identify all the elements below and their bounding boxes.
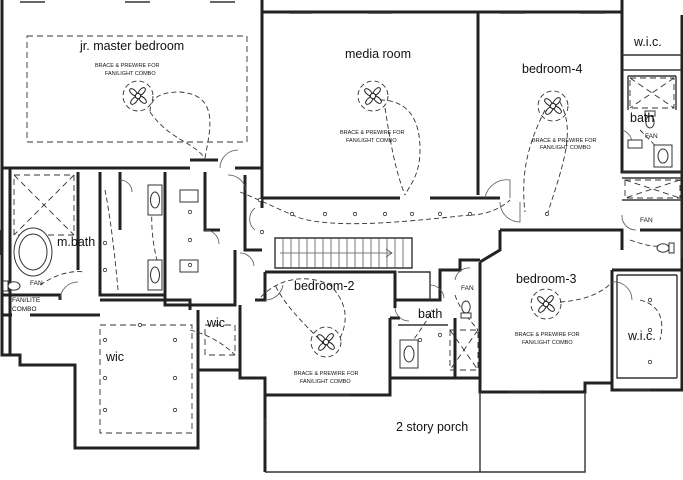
room-label-wic-right: w.i.c. <box>627 329 656 343</box>
staircase <box>280 238 404 268</box>
note-fan-bath-right: FAN <box>645 133 658 140</box>
note-brace-b2-line1: BRACE & PREWIRE FOR <box>294 371 359 377</box>
ceiling-fan-bedroom-4 <box>537 90 569 122</box>
room-label-bath-right: bath <box>630 111 654 125</box>
note-fan-mbath: FAN <box>30 280 43 287</box>
note-brace-b4-line2: FAN/LIGHT COMBO <box>540 145 591 151</box>
room-label-wic-left: wic <box>105 350 124 364</box>
ceiling-outlines <box>13 35 681 434</box>
note-brace-b2-line2: FAN/LIGHT COMBO <box>300 379 351 385</box>
note-brace-jr-line2: FAN/LIGHT COMBO <box>105 71 156 77</box>
note-brace-b3-line1: BRACE & PREWIRE FOR <box>515 332 580 338</box>
note-brace-b4-line1: BRACE & PREWIRE FOR <box>532 138 597 144</box>
note-brace-jr-line1: BRACE & PREWIRE FOR <box>95 63 160 69</box>
room-label-media: media room <box>345 47 411 61</box>
room-label-bath-mid: bath <box>418 307 442 321</box>
note-fanlite-line1: FAN/LITE <box>12 297 41 304</box>
door-swings <box>59 129 637 322</box>
note-brace-media-line2: FAN/LIGHT COMBO <box>346 138 397 144</box>
note-fan-right: FAN <box>640 217 653 224</box>
note-fanlite-line2: COMBO <box>12 306 37 313</box>
room-label-bedroom-2: bedroom-2 <box>294 279 354 293</box>
room-label-porch: 2 story porch <box>396 420 468 434</box>
room-label-wic-top: w.i.c. <box>633 35 662 49</box>
bath-fixtures <box>13 139 673 369</box>
room-label-bedroom-3: bedroom-3 <box>516 272 576 286</box>
ceiling-fan-media <box>357 80 389 112</box>
note-brace-media-line1: BRACE & PREWIRE FOR <box>340 130 405 136</box>
room-label-wic-small: wic <box>206 316 225 330</box>
note-brace-b3-line2: FAN/LIGHT COMBO <box>522 340 573 346</box>
ceiling-fan-bedroom-3 <box>530 288 562 320</box>
room-label-bedroom-4: bedroom-4 <box>522 62 582 76</box>
note-fan-mid: FAN <box>461 285 474 292</box>
room-label-mbath: m.bath <box>57 235 95 249</box>
room-label-jr-master: jr. master bedroom <box>79 39 184 53</box>
ceiling-fan-bedroom-2 <box>310 326 342 358</box>
ceiling-fan-jr-master <box>122 80 154 112</box>
window-marks <box>0 1 683 440</box>
